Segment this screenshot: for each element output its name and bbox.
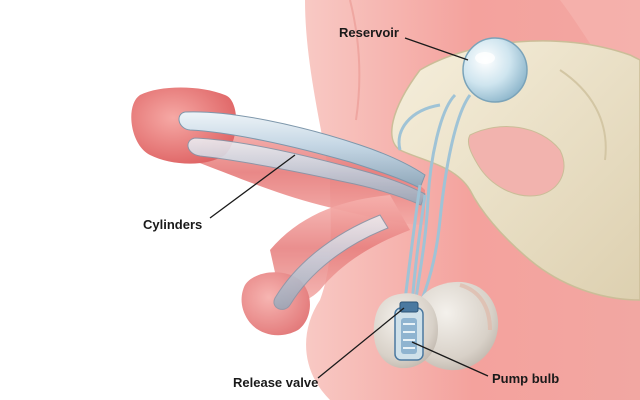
- pump-bulb: [394, 307, 424, 361]
- leader-lines: [209, 37, 489, 379]
- pump-bulb-leader-line: [411, 341, 489, 377]
- tubing: [397, 93, 472, 311]
- cylinders-label: Cylinders: [143, 217, 203, 232]
- cylinders-leader-line: [209, 154, 296, 219]
- cylinders: [178, 111, 426, 310]
- reservoir-leader-line: [404, 37, 469, 61]
- release-valve-leader-line: [317, 307, 405, 379]
- release-valve-label: Release valve: [233, 375, 319, 390]
- reservoir: [462, 37, 528, 103]
- reservoir-label: Reservoir: [339, 25, 399, 40]
- release-valve: [399, 301, 419, 313]
- pump-bulb-label: Pump bulb: [492, 371, 560, 386]
